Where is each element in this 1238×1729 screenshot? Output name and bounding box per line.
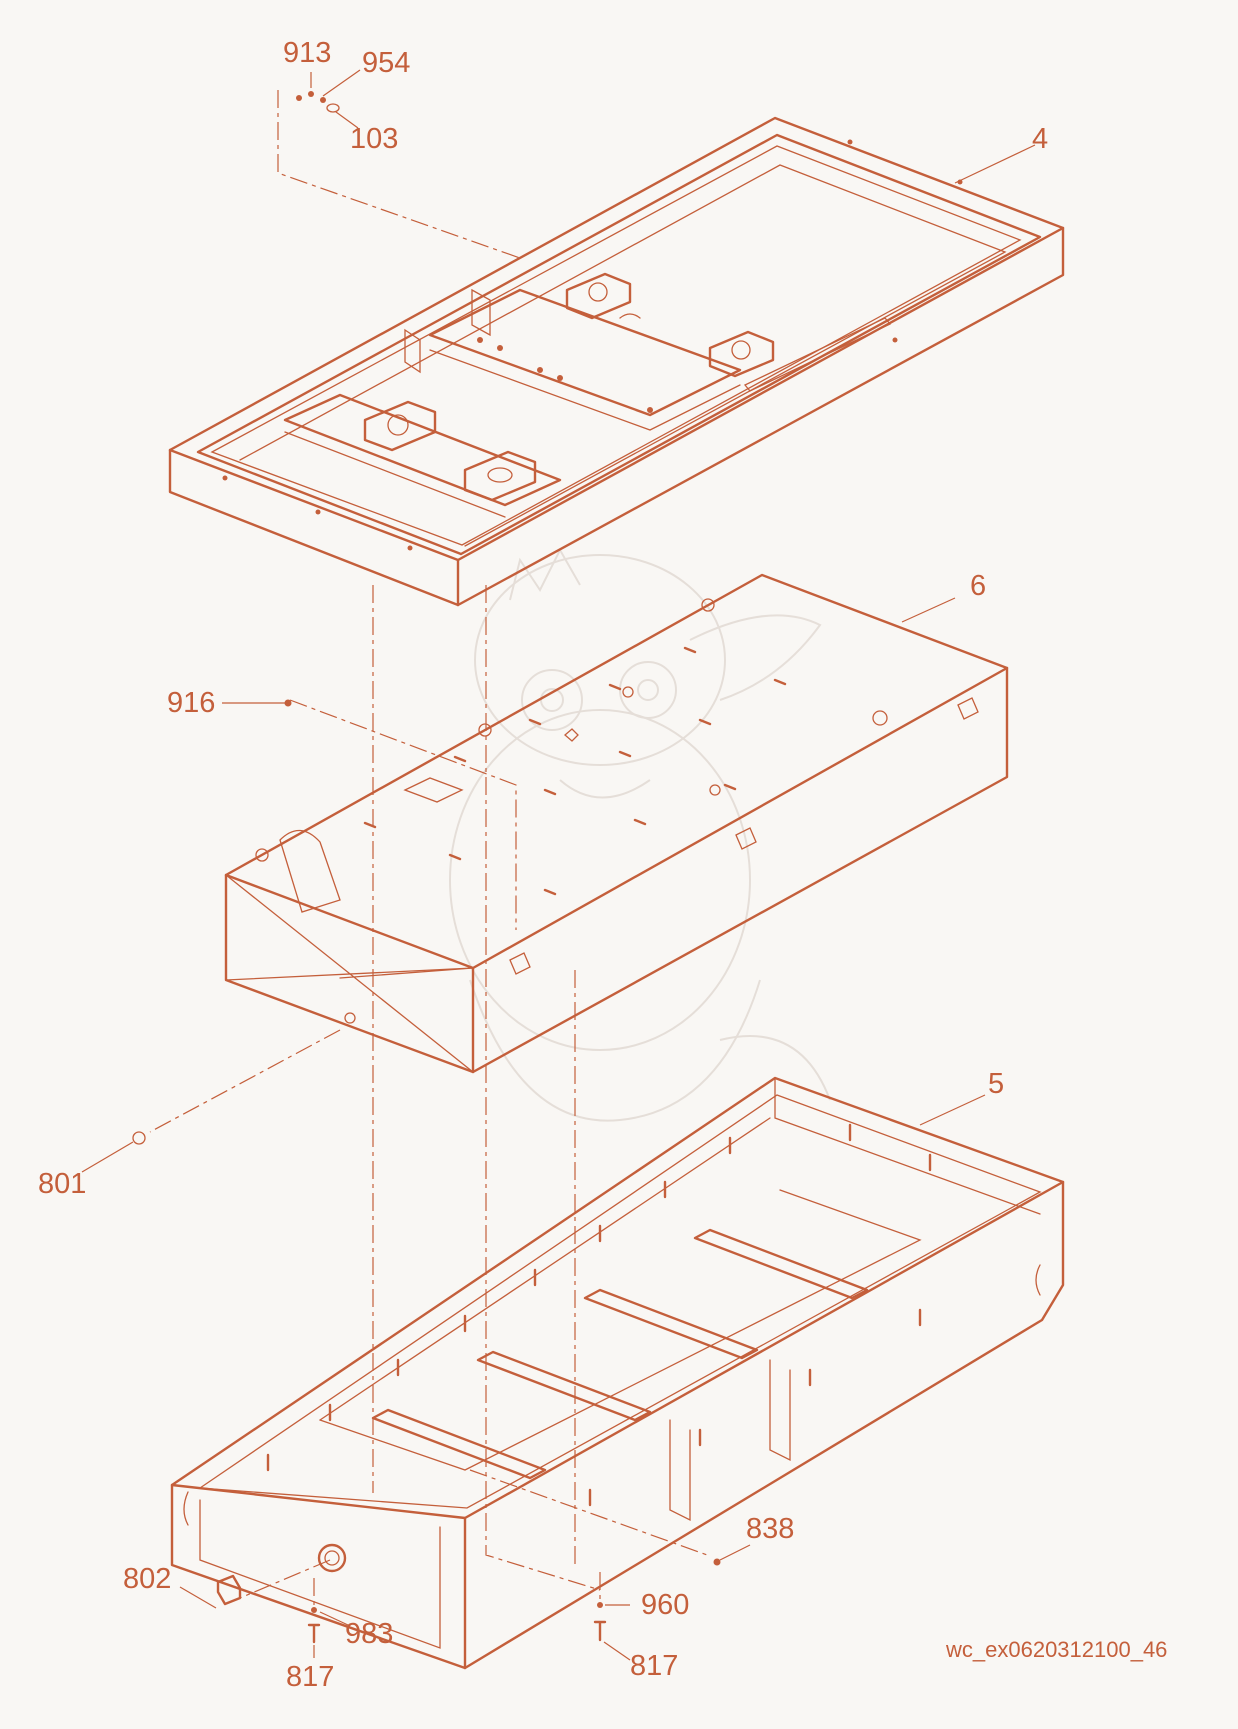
callout-954: 954 [362, 47, 410, 79]
callout-916: 916 [167, 687, 215, 719]
assembly-centerlines [149, 90, 711, 1610]
callout-817-right: 817 [630, 1650, 678, 1682]
part-4-top-frame [168, 116, 1065, 607]
drawing-code: wc_ex0620312100_46 [945, 1637, 1167, 1662]
callout-103: 103 [350, 123, 398, 155]
part-6-middle-box [224, 573, 1009, 1074]
box-6-slots [363, 646, 787, 896]
callout-6: 6 [970, 570, 986, 602]
callout-838: 838 [746, 1513, 794, 1545]
callout-4: 4 [1032, 123, 1048, 155]
leader-lines [81, 69, 1036, 1661]
callout-5: 5 [988, 1068, 1004, 1100]
fasteners [132, 91, 721, 1644]
callout-913: 913 [283, 37, 331, 69]
callout-801: 801 [38, 1168, 86, 1200]
callout-817-left: 817 [286, 1661, 334, 1693]
dragon-watermark [449, 547, 831, 1122]
tray-5-posts [266, 1123, 932, 1507]
callout-labels: 913 954 103 4 6 916 5 801 838 802 960 98… [38, 37, 1167, 1693]
callout-960: 960 [641, 1589, 689, 1621]
callout-802: 802 [123, 1563, 171, 1595]
part-5-bottom-tray [170, 1076, 1065, 1670]
callout-983: 983 [345, 1618, 393, 1650]
